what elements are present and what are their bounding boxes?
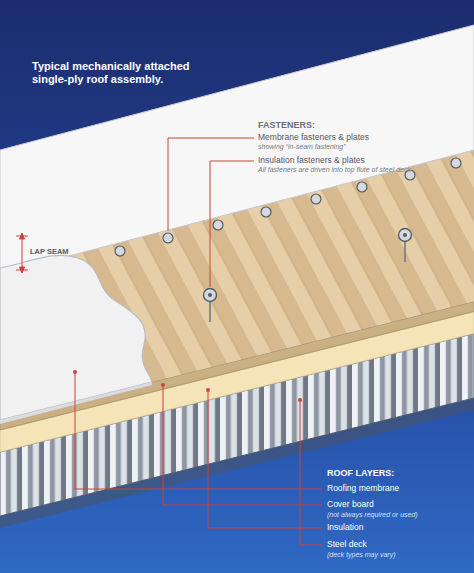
section-heading: ROOF LAYERS: bbox=[327, 468, 467, 478]
roofing-membrane bbox=[0, 25, 474, 274]
note-text: showing “in-seam fastening” bbox=[258, 143, 468, 151]
diagram-title: Typical mechanically attached single-ply… bbox=[32, 60, 222, 85]
layer-label: Insulation bbox=[327, 523, 467, 533]
part-label: Membrane fasteners & plates bbox=[258, 133, 468, 143]
lap-seam-label: LAP SEAM bbox=[30, 248, 90, 257]
lap-seam-arrows bbox=[16, 233, 28, 273]
layer-label: Cover board bbox=[327, 500, 467, 510]
part-label: Insulation fasteners & plates bbox=[258, 156, 468, 166]
note-text: All fasteners are driven into top flute … bbox=[258, 166, 470, 174]
leader-lines bbox=[75, 138, 322, 545]
leader-dots bbox=[73, 370, 302, 402]
layer-label: Roofing membrane bbox=[327, 484, 467, 494]
layer-label: Steel deck bbox=[327, 540, 467, 550]
section-heading: FASTENERS: bbox=[258, 120, 468, 130]
membrane-flap bbox=[0, 255, 152, 420]
note-text: (not always required or used) bbox=[327, 511, 467, 519]
note-text: (deck types may vary) bbox=[327, 551, 467, 559]
membrane-edge bbox=[0, 382, 152, 424]
insulation-fasteners bbox=[204, 229, 412, 323]
